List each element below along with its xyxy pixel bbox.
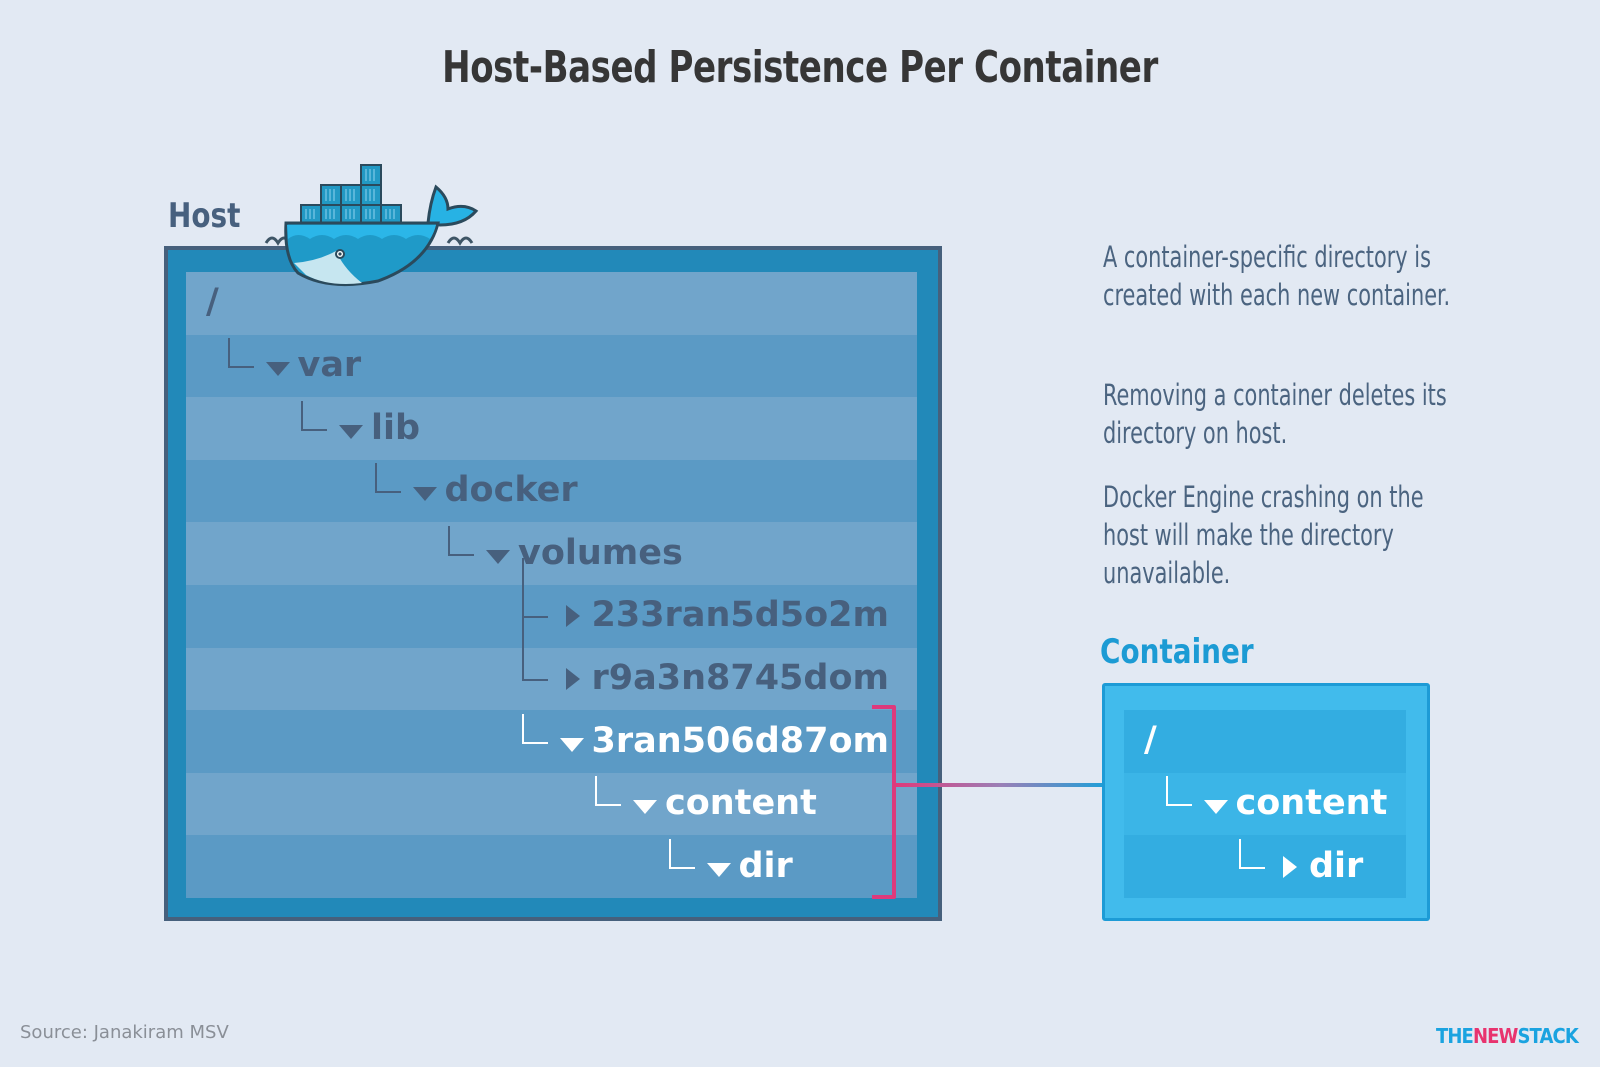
tree-connector xyxy=(521,557,524,679)
source-credit: Source: Janakiram MSV xyxy=(20,1022,229,1043)
link-connector xyxy=(872,705,1106,899)
tree-connector xyxy=(374,463,401,494)
page-title: Host-Based Persistence Per Container xyxy=(442,42,1158,93)
caret-right-icon[interactable] xyxy=(565,667,580,690)
thenewstack-logo: THENEWSTACK xyxy=(1436,1024,1579,1048)
caret-down-icon[interactable] xyxy=(559,737,584,752)
tree-node-label[interactable]: 233ran5d5o2m xyxy=(591,595,889,636)
tree-node-label[interactable]: dir xyxy=(1309,845,1364,886)
tree-node-label[interactable]: content xyxy=(1235,782,1388,823)
tree-node-label[interactable]: volumes xyxy=(518,532,683,573)
description-3: Docker Engine crashing on the host will … xyxy=(1103,480,1424,590)
host-label: Host xyxy=(168,196,241,236)
logo-part-stack: STACK xyxy=(1517,1024,1578,1048)
caret-down-icon[interactable] xyxy=(706,862,731,877)
highlight-bracket xyxy=(872,705,896,899)
tree-node-label[interactable]: r9a3n8745dom xyxy=(591,657,889,698)
logo-part-the: THE xyxy=(1436,1024,1474,1048)
tree-row xyxy=(186,647,917,711)
tree-row xyxy=(1124,835,1406,898)
tree-node-label[interactable]: docker xyxy=(444,470,578,511)
tree-connector xyxy=(595,776,621,807)
tree-connector xyxy=(521,650,548,681)
tree-connector xyxy=(448,525,474,556)
container-tree: / content dir xyxy=(1124,710,1406,898)
tree-connector xyxy=(521,713,548,744)
caret-down-icon[interactable] xyxy=(265,361,290,376)
container-label: Container xyxy=(1100,632,1254,672)
logo-part-new: NEW xyxy=(1472,1024,1518,1048)
tree-node-label[interactable]: content xyxy=(665,783,817,824)
tree-connector xyxy=(301,400,327,431)
tree-row xyxy=(186,334,917,398)
caret-right-icon[interactable] xyxy=(1283,855,1297,878)
tree-row xyxy=(186,835,917,898)
tree-connector xyxy=(1239,838,1265,869)
caret-right-icon[interactable] xyxy=(565,605,580,628)
tree-connector xyxy=(227,337,254,368)
tree-row xyxy=(1124,710,1406,773)
tree-node-label[interactable]: var xyxy=(297,344,362,385)
caret-down-icon[interactable] xyxy=(486,549,510,564)
caret-down-icon[interactable] xyxy=(412,487,437,502)
connector-line xyxy=(894,783,1106,787)
tree-node-label[interactable]: dir xyxy=(738,845,793,886)
docker-whale-icon xyxy=(264,164,479,287)
tree-row xyxy=(186,272,917,335)
description-1: A container-specific directory is create… xyxy=(1103,240,1451,312)
tree-row xyxy=(186,397,917,460)
caret-down-icon[interactable] xyxy=(1203,799,1228,814)
tree-connector xyxy=(521,588,548,619)
description-2: Removing a container deletes its directo… xyxy=(1103,378,1447,450)
tree-row xyxy=(186,459,917,523)
caret-down-icon[interactable] xyxy=(633,800,657,815)
tree-node-label[interactable]: / xyxy=(206,282,219,323)
tree-row xyxy=(186,585,917,648)
tree-node-label[interactable]: 3ran506d87om xyxy=(591,720,889,761)
tree-row xyxy=(186,522,917,585)
tree-node-label[interactable]: / xyxy=(1144,720,1157,761)
tree-row xyxy=(186,772,917,836)
tree-node-label[interactable]: lib xyxy=(371,407,421,448)
tree-row xyxy=(186,710,917,773)
tree-connector xyxy=(1165,775,1192,806)
tree-connector xyxy=(668,838,695,869)
caret-down-icon[interactable] xyxy=(339,424,363,439)
